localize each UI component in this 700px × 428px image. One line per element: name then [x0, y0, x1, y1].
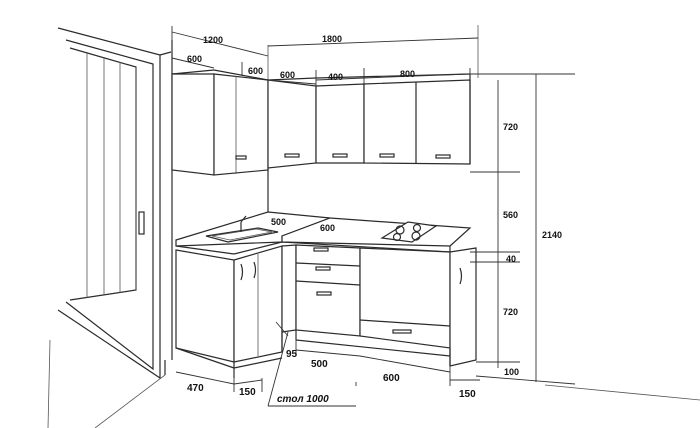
- burner-icon: [412, 223, 422, 233]
- handle-icon: [235, 155, 247, 160]
- handle-icon: [332, 153, 348, 158]
- dim-600-corner-right: 600: [280, 70, 295, 80]
- handle-icon: [240, 263, 244, 281]
- handle-icon: [315, 266, 331, 271]
- handle-icon: [435, 154, 451, 159]
- dim-150-right: 150: [459, 389, 476, 400]
- dim-720-lower: 720: [503, 307, 518, 317]
- burner-icon: [411, 231, 421, 241]
- dim-100: 100: [504, 367, 519, 377]
- dim-95: 95: [286, 349, 298, 360]
- door-handle-icon: [138, 211, 145, 235]
- dim-2140: 2140: [542, 230, 562, 240]
- handle-icon: [253, 261, 257, 279]
- dim-500-drawers: 500: [311, 359, 328, 370]
- dim-1200: 1200: [203, 35, 223, 45]
- dim-600-oven: 600: [383, 373, 400, 384]
- dim-1800: 1800: [322, 34, 342, 44]
- hob: [380, 221, 438, 243]
- dim-720-upper: 720: [503, 122, 518, 132]
- dim-600-corner-left: 600: [248, 66, 263, 76]
- dim-600-worktop: 600: [320, 223, 335, 233]
- handle-icon: [316, 291, 332, 296]
- table-label: стол 1000: [277, 394, 329, 405]
- burner-icon: [395, 225, 405, 235]
- dim-560: 560: [503, 210, 518, 220]
- dimension-lines: [171, 26, 576, 407]
- dim-600-left: 600: [187, 54, 202, 64]
- dim-800: 800: [400, 69, 415, 79]
- handle-icon: [392, 329, 412, 334]
- dim-400: 400: [328, 72, 343, 82]
- handle-icon: [379, 153, 395, 158]
- dim-500-sink: 500: [271, 217, 286, 227]
- burner-icon: [392, 232, 402, 242]
- dim-40: 40: [506, 254, 516, 264]
- dim-150-left: 150: [239, 387, 256, 398]
- lower-cabinets: [175, 211, 477, 378]
- upper-cabinets: [171, 69, 471, 176]
- handle-icon: [284, 153, 300, 158]
- handle-icon: [459, 267, 463, 285]
- dim-470: 470: [187, 383, 204, 394]
- floor: [47, 339, 700, 428]
- dimension-labels: 1200 1800 600 600 600 400 800 720 560 40…: [187, 34, 562, 405]
- handle-icon: [313, 247, 329, 252]
- door: [57, 27, 172, 380]
